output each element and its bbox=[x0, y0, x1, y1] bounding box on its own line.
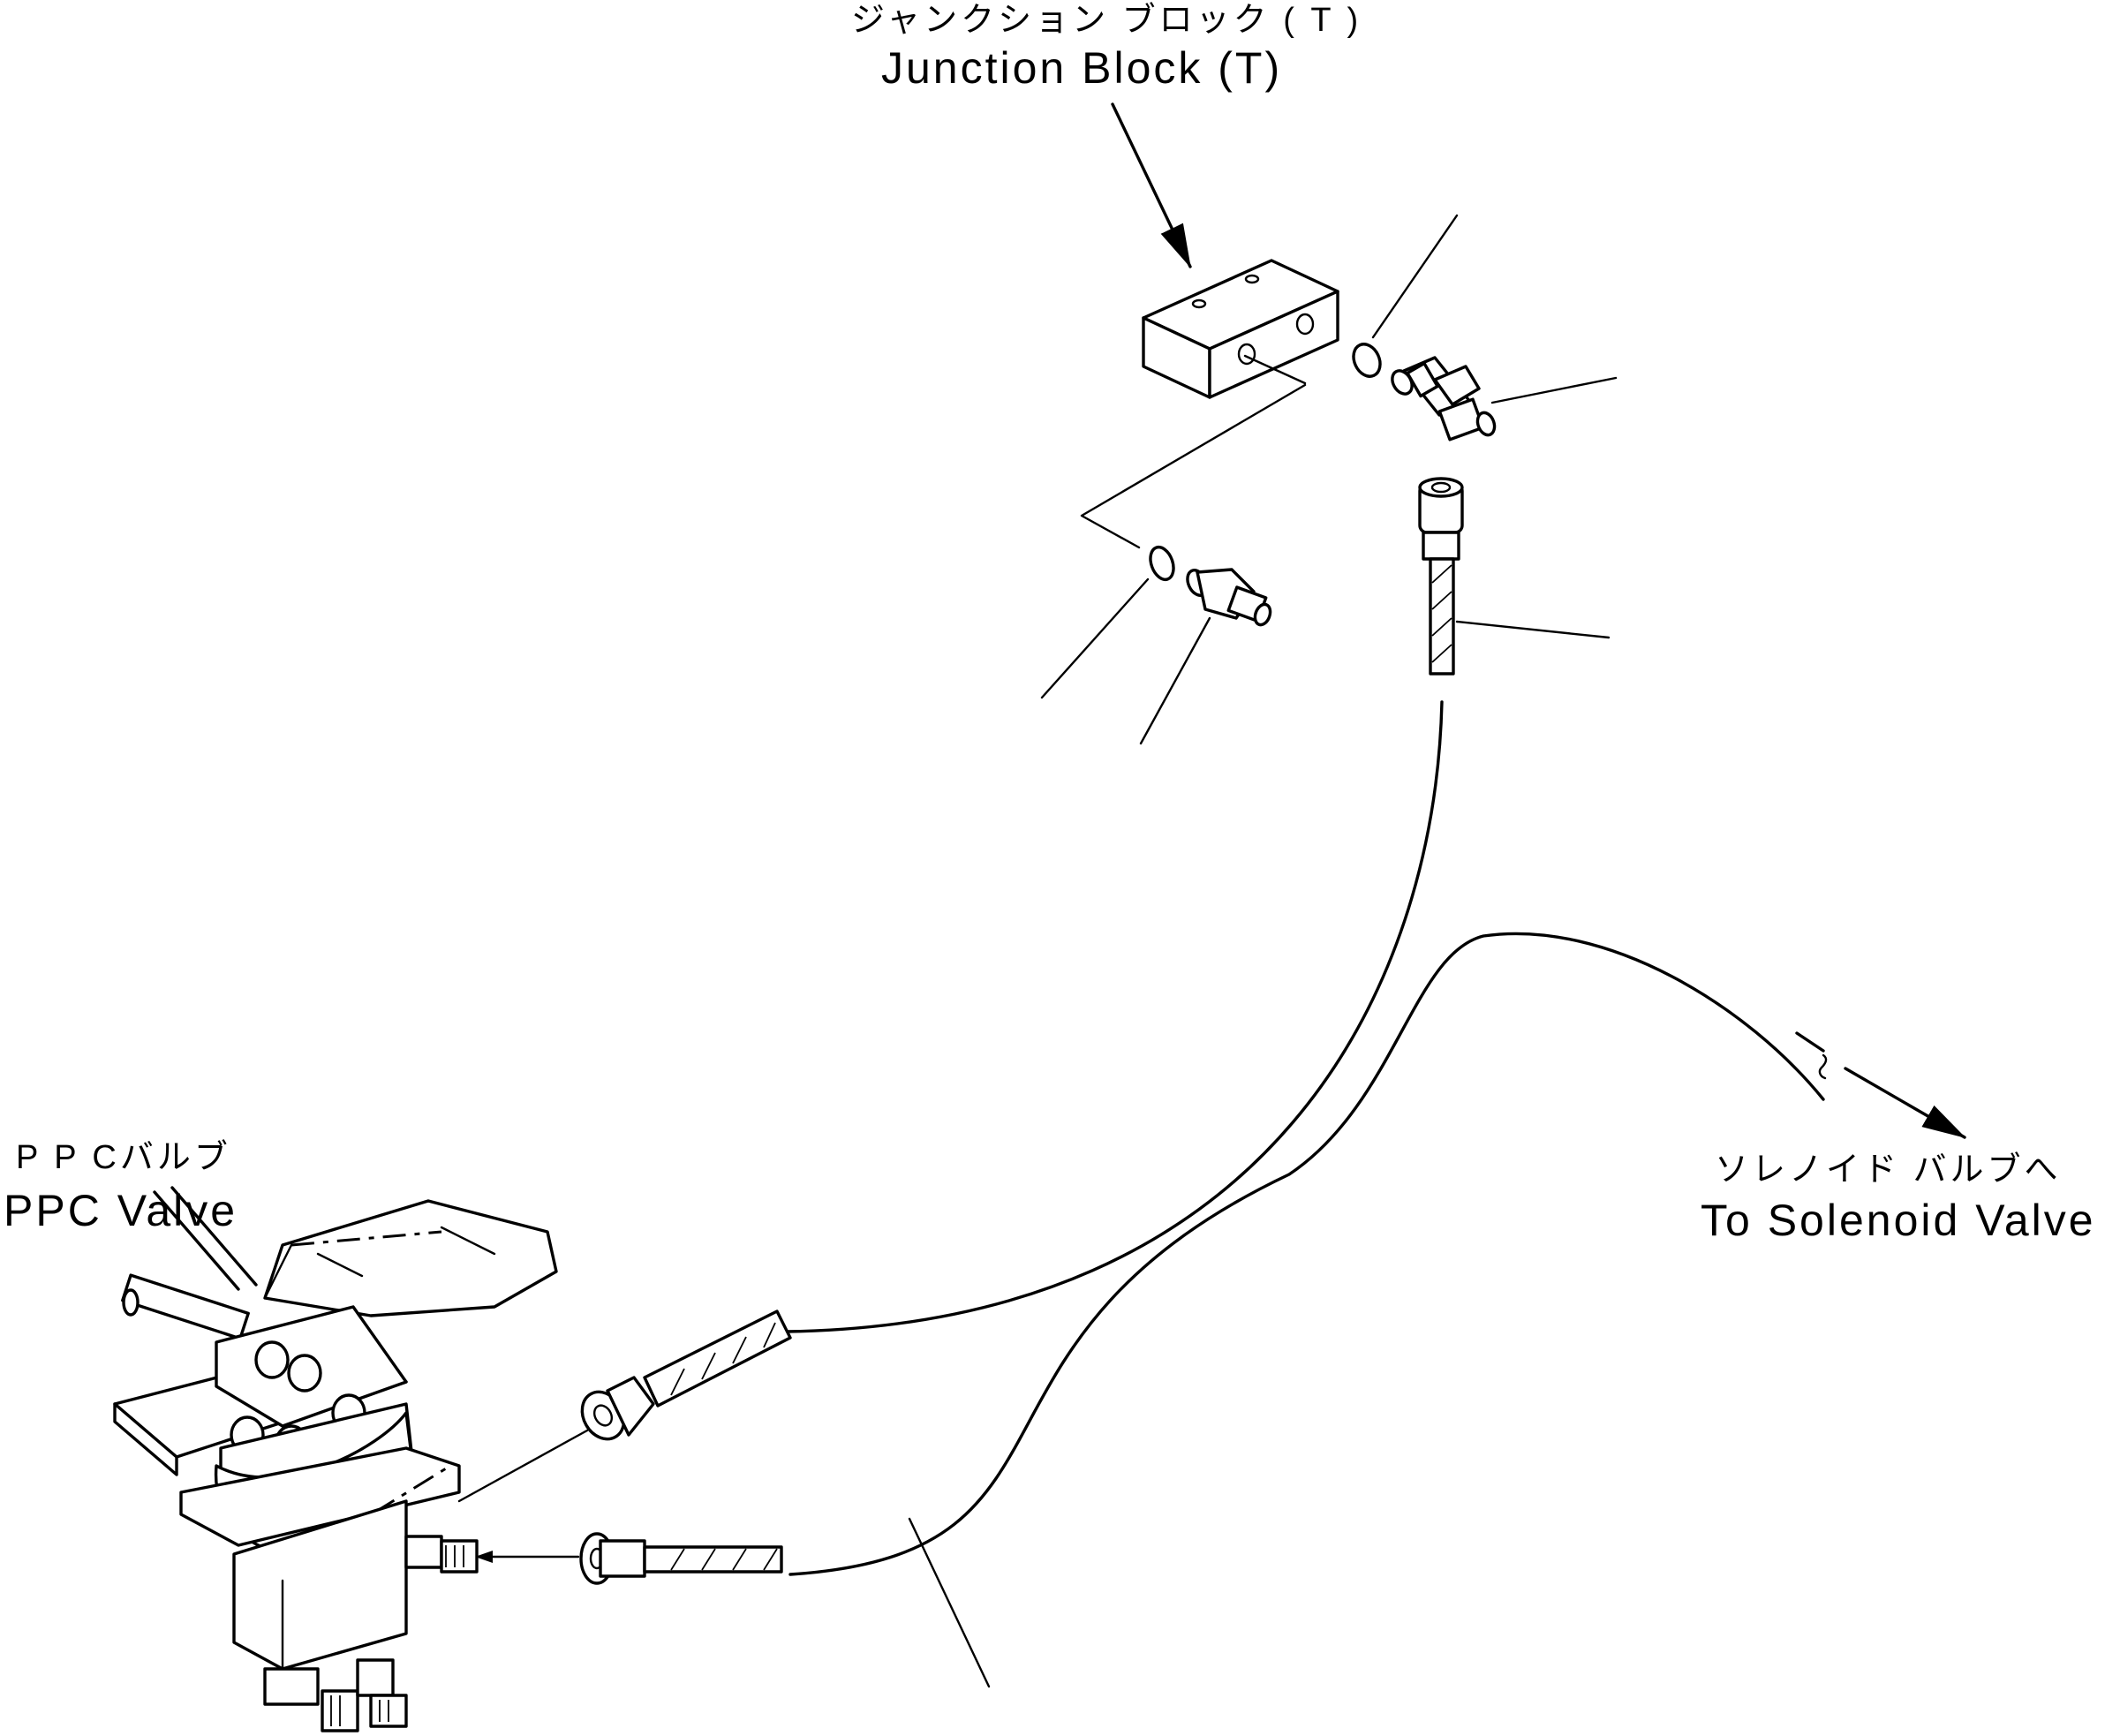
ppc-valve-label-jp: P P Cバルブ bbox=[16, 1139, 231, 1176]
junction-block-leader bbox=[1111, 102, 1192, 268]
elbow-leader bbox=[1490, 376, 1618, 404]
solenoid-valve-label-en: To Solenoid Valve bbox=[1701, 1196, 2096, 1245]
junction-block-label-jp: ジャンクション ブロック ( T ) bbox=[851, 2, 1362, 39]
o-ring-upper bbox=[1352, 343, 1382, 378]
straight-fitting bbox=[1186, 568, 1272, 627]
o-ring-lower-leader bbox=[1040, 577, 1150, 699]
solenoid-hose-start bbox=[1795, 1031, 1825, 1053]
solenoid-valve-label-jp: ソレノイド バルブへ bbox=[1715, 1151, 2062, 1189]
ppc-valve-label-en: PPC Valve bbox=[4, 1186, 238, 1235]
assembly-line bbox=[1080, 383, 1307, 549]
straight-fitting-leader bbox=[1139, 616, 1211, 745]
hose-line-1 bbox=[784, 700, 1444, 1333]
hose-upper-leader bbox=[1455, 620, 1611, 639]
hose-line-2 bbox=[788, 932, 1825, 1576]
hose-end-fitting-2 bbox=[579, 1532, 783, 1585]
elbow-fitting bbox=[1391, 356, 1497, 442]
port-connection-1 bbox=[457, 1429, 589, 1503]
o-ring-lower bbox=[1149, 545, 1175, 582]
hose-fitting-upper bbox=[1418, 477, 1464, 676]
junction-block-label-en: Junction Block (T) bbox=[881, 43, 1283, 93]
ppc-valve bbox=[113, 1186, 558, 1732]
hose-end-fitting-1 bbox=[580, 1310, 792, 1441]
o-ring-upper-leader bbox=[1371, 214, 1459, 339]
break-mark bbox=[1818, 1053, 1828, 1080]
solenoid-arrow bbox=[1844, 1067, 1966, 1139]
hose-line-2-leader bbox=[908, 1517, 991, 1688]
junction-block bbox=[1142, 259, 1339, 399]
